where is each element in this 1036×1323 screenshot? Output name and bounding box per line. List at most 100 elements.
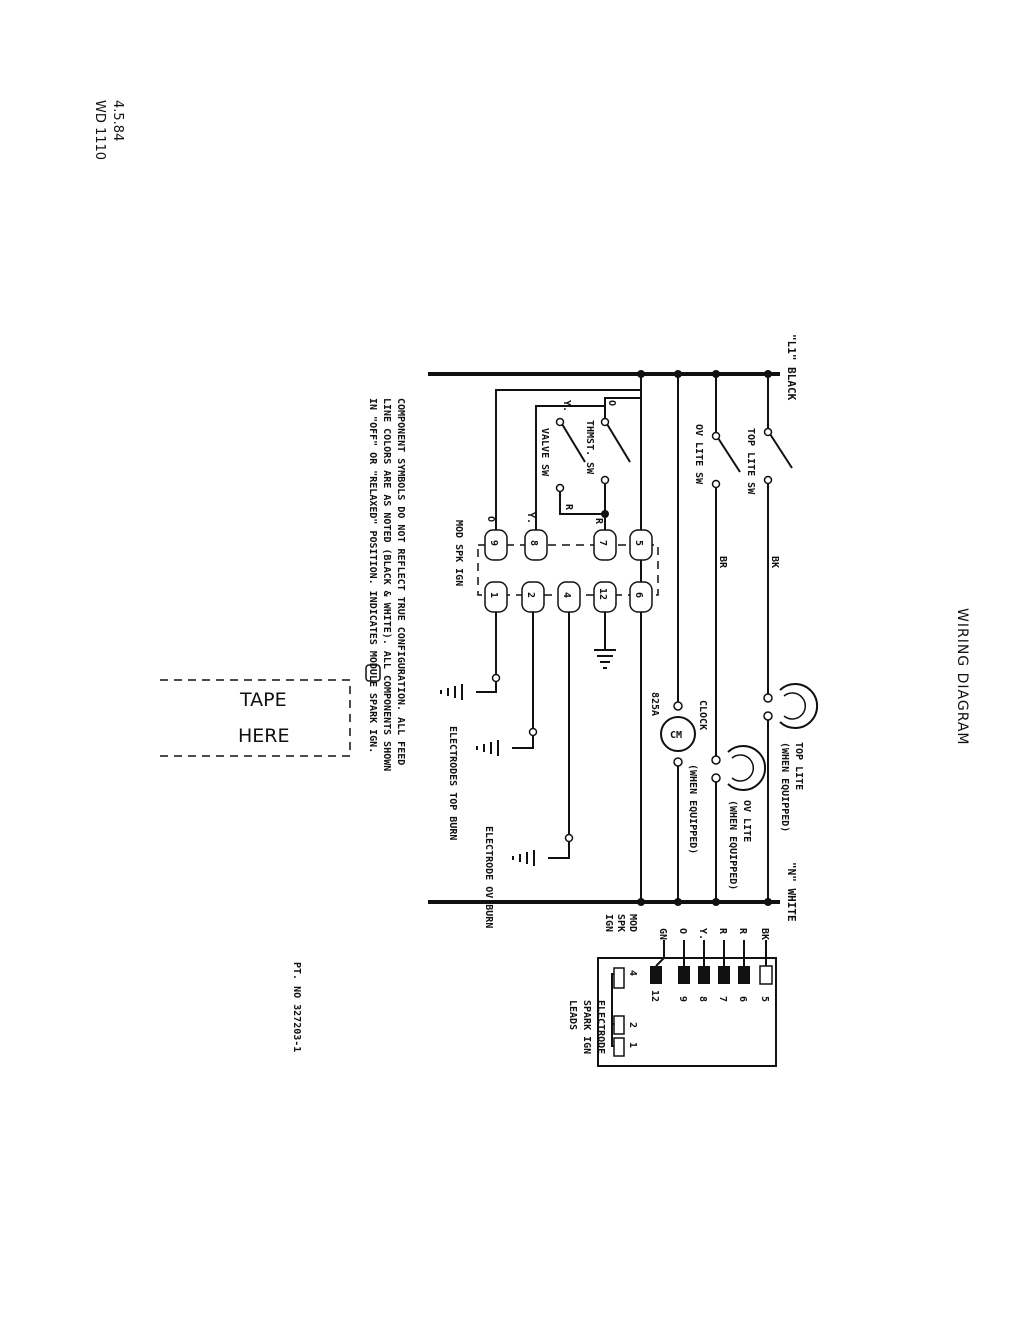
- electrode-ground-symbol: [476, 740, 499, 756]
- top-lite-lamp-bulb: [779, 683, 819, 729]
- valve-switch-blade: [561, 423, 586, 463]
- top-lite-label: TOP LITE: [793, 742, 804, 790]
- thmst-switch-terminal: [600, 475, 610, 485]
- connector-title-line: SPARK IGN: [581, 1000, 592, 1054]
- top-lite-terminal: [763, 693, 773, 703]
- top-lite-terminal: [763, 711, 773, 721]
- ov-lite-terminal: [711, 755, 721, 765]
- stamp-date: 4.5.84: [110, 100, 125, 141]
- connector-wire-r-label: R: [737, 928, 748, 935]
- ov-electrode-terminal: [564, 833, 574, 843]
- electrode-ov-burn-label: ELECTRODE OV BURN: [483, 826, 494, 928]
- connector-wire-r: R 6: [737, 928, 750, 1002]
- ov-electrode-lead: [548, 842, 570, 859]
- valve-switch-terminal: [555, 483, 565, 493]
- connector-wire-gn: GN 12: [649, 928, 668, 1002]
- top-lite-lamp-filament: [783, 692, 807, 720]
- module-pin-12-label: 12: [597, 588, 608, 600]
- top-electrode-terminal-2: [528, 727, 538, 737]
- thmst-switch-label: THMST. SW: [584, 420, 595, 475]
- connector-wire-o-label: O: [677, 928, 688, 934]
- module-pin-1-label: 1: [488, 592, 499, 598]
- connector-side-label: MOD SPK IGN: [603, 914, 638, 932]
- connector-pin-8-label: 8: [697, 996, 708, 1002]
- module-spark-ign-box: [477, 544, 659, 596]
- electrodes-top-burn-label: ELECTRODES TOP BURN: [447, 726, 458, 840]
- top-lite-switch-blade: [769, 433, 793, 469]
- connector-title-line: ELECTRODE: [595, 1000, 606, 1054]
- module-pin-8: 8: [524, 529, 548, 561]
- note-line: COMPONENT SYMBOLS DO NOT REFLECT TRUE CO…: [395, 398, 406, 765]
- tape-here-box: [160, 679, 351, 757]
- connector-wire-r2-label: R: [717, 928, 728, 935]
- stamp-code: WD 1110: [92, 100, 107, 160]
- pin7-color-label: R: [593, 518, 604, 525]
- connector-title-line: LEADS: [567, 1000, 578, 1030]
- module-pin-2-label: 2: [525, 592, 536, 598]
- ground-symbol: [594, 649, 616, 669]
- module-pin-6-label: 6: [633, 592, 644, 598]
- ov-lite-lamp-bulb: [727, 745, 767, 791]
- valve-switch-label: VALVE SW: [539, 428, 550, 477]
- ov-lite-switch-terminal: [711, 431, 721, 441]
- connector-lead-4: 4: [611, 967, 638, 998]
- wire-color-y-top: Y.: [561, 400, 572, 412]
- module-pin-2: 2: [521, 581, 545, 613]
- top-lite-switch-terminal: [763, 427, 773, 437]
- ov-lite-label: OV LITE: [741, 800, 752, 842]
- connector-side-label-line: MOD: [627, 914, 638, 932]
- valve-switch-terminal: [555, 417, 565, 427]
- top-electrode-lead-2: [512, 736, 534, 749]
- connector-pin-7-label: 7: [717, 996, 728, 1002]
- pin9-feed-wire: [495, 389, 641, 530]
- top-lite-switch-terminal: [763, 475, 773, 485]
- connector-side-label-line: IGN: [603, 914, 614, 932]
- connector-block: [597, 957, 777, 1067]
- module-pin-5-label: 5: [633, 540, 644, 546]
- connector-lead-4-label: 4: [627, 970, 638, 976]
- notes-block: COMPONENT SYMBOLS DO NOT REFLECT TRUE CO…: [367, 398, 406, 771]
- module-pin-1: 1: [484, 581, 508, 613]
- clock-motor-glyph: CM: [670, 730, 682, 741]
- connector-lead-2: 2: [611, 998, 638, 1035]
- module-indicator-symbol: [365, 664, 381, 682]
- module-label: MOD SPK IGN: [453, 520, 464, 586]
- ov-lite-terminal: [711, 773, 721, 783]
- electrode-ground-symbol: [512, 850, 535, 866]
- connector-pin-6-label: 6: [737, 996, 748, 1002]
- ov-lite-switch-terminal: [711, 479, 721, 489]
- connector-pin-5-label: 5: [759, 996, 770, 1002]
- electrode-ground-symbol: [440, 684, 463, 700]
- connector-wire-bk-label: BK: [759, 928, 770, 940]
- n-label: "N" WHITE: [785, 862, 798, 922]
- pin8-color-label: Y.: [525, 512, 536, 524]
- clock-terminal: [673, 701, 683, 711]
- wire-color-o-top: O: [606, 400, 617, 406]
- top-electrode-terminal: [491, 673, 501, 683]
- module-pin-6: 6: [629, 581, 653, 613]
- connector-side-label-line: SPK: [615, 914, 626, 932]
- module-pin-9-label: 9: [488, 540, 499, 546]
- module-pin-12: 12: [593, 581, 617, 613]
- clock-id: 825A: [649, 692, 660, 716]
- top-electrode-lead: [476, 682, 497, 693]
- connector-wire-gn-label: GN: [657, 928, 668, 940]
- top-lite-note: (WHEN EQUIPPED): [779, 742, 790, 832]
- module-pin-4-label: 4: [561, 592, 572, 598]
- connector-lead-1: 1: [611, 1024, 638, 1057]
- connector-wire-y-label: Y.: [697, 928, 708, 940]
- connector-wire-bk: BK 5: [759, 928, 773, 1002]
- module-pin-7: 7: [593, 529, 617, 561]
- note-line: LINE COLORS ARE AS NOTED (BLACK & WHITE)…: [381, 398, 392, 771]
- ov-lite-switch-blade: [717, 437, 741, 473]
- diagram-title: WIRING DIAGRAM: [954, 608, 970, 746]
- clock-terminal: [673, 757, 683, 767]
- part-number: PT. NO 327203-1: [291, 962, 302, 1052]
- connector-pin-9-label: 9: [677, 996, 688, 1002]
- thmst-switch-blade: [606, 423, 631, 463]
- tape-line-1: TAPE: [239, 689, 287, 711]
- connector-title: ELECTRODE SPARK IGN LEADS: [567, 1000, 606, 1054]
- note-line: IN "OFF" OR "RELAXED" POSITION. INDICATE…: [367, 398, 378, 753]
- valve-switch-return-wire: [559, 492, 605, 515]
